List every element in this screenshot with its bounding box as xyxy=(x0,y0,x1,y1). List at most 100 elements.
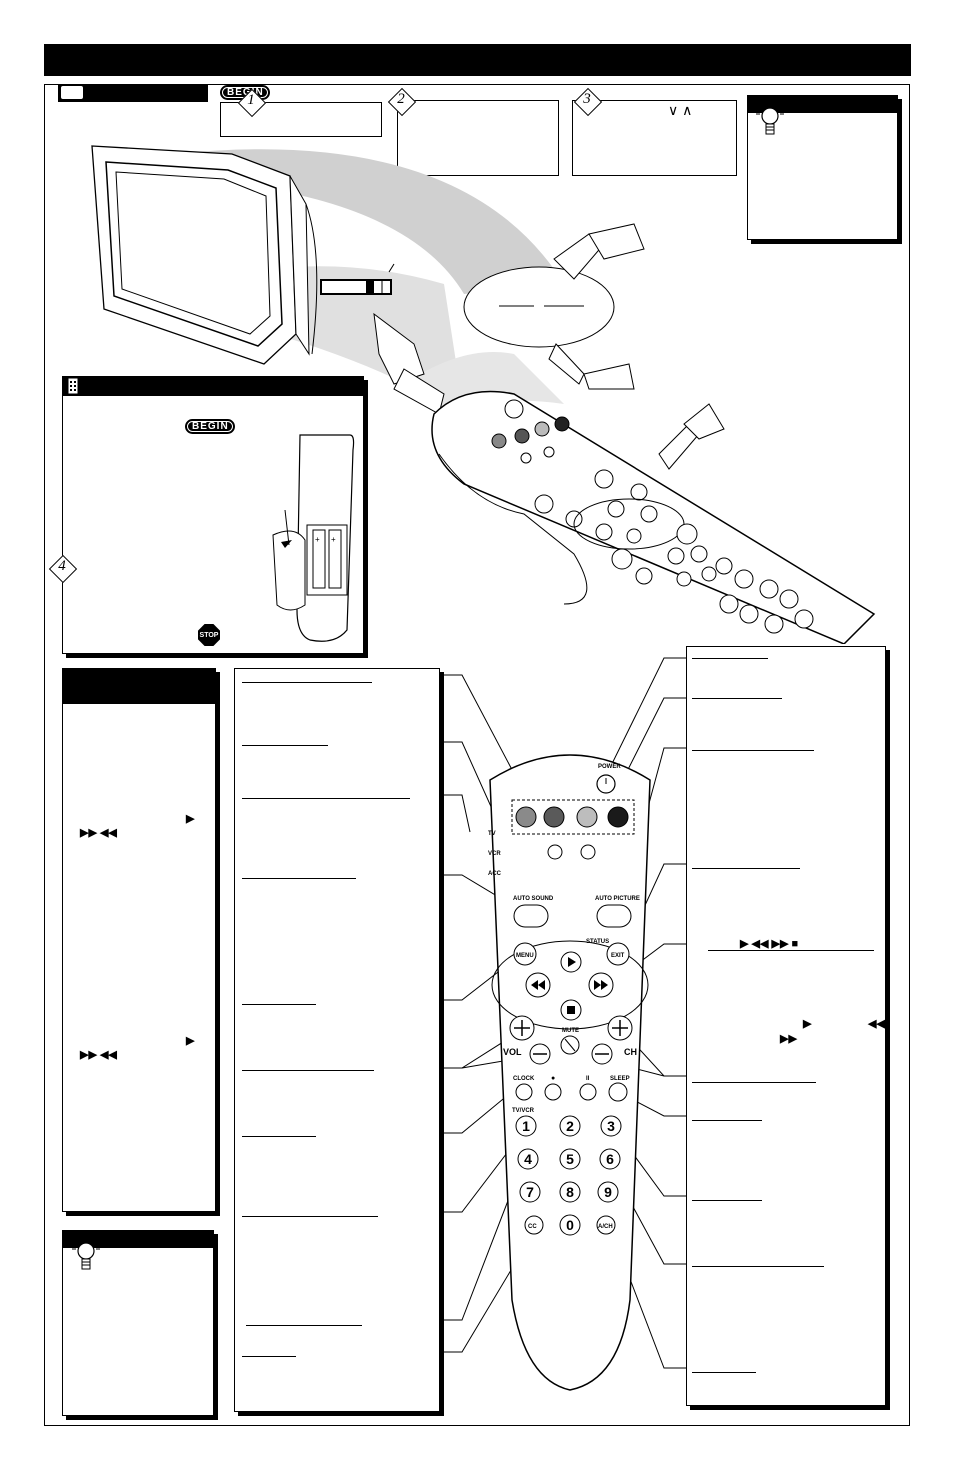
exit-label: EXIT xyxy=(611,953,625,959)
menu-label: MENU xyxy=(516,953,534,959)
sleep-label: SLEEP xyxy=(610,1076,630,1082)
a-ch-button xyxy=(596,1215,616,1235)
right-play-symbol: ▶ xyxy=(803,1018,812,1030)
callout-underline-r6 xyxy=(692,1082,816,1083)
callout-underline-m3 xyxy=(242,798,410,799)
right-rew-symbol: ◀◀ xyxy=(868,1018,885,1030)
step-3-arrows: ∨ ∧ xyxy=(668,102,693,118)
record-button xyxy=(544,1083,562,1101)
cc-button xyxy=(524,1215,544,1235)
cc-label: CC xyxy=(528,1224,537,1230)
ff-rew-symbols-1: ▶▶ ◀◀ xyxy=(80,827,117,839)
right-ff-symbol: ▶▶ xyxy=(780,1033,797,1045)
svg-text:+: + xyxy=(331,535,336,544)
auto-sound-button xyxy=(513,904,549,928)
mute-label: MUTE xyxy=(562,1028,579,1034)
remote-small-icon xyxy=(67,377,79,395)
tip-box-top-header xyxy=(747,95,898,113)
auto-picture-button xyxy=(596,904,632,928)
tv-vcr-label: TV/VCR xyxy=(512,1108,535,1114)
sleep-button xyxy=(608,1082,628,1102)
ch-label: CH xyxy=(624,1047,637,1057)
vol-label: VOL xyxy=(503,1047,522,1057)
digit-7-button: 7 xyxy=(526,1184,534,1200)
tv-mode-label: TV xyxy=(488,831,496,837)
digit-9-button: 9 xyxy=(604,1184,612,1200)
menu-button xyxy=(513,942,537,966)
callout-underline-r4 xyxy=(692,868,800,869)
vcr-mode-label: VCR xyxy=(488,851,501,857)
tv-remote-illustration xyxy=(91,145,876,644)
tip-box-bottom-header xyxy=(62,1230,214,1248)
callout-underline-r7 xyxy=(692,1120,762,1121)
clock-label: CLOCK xyxy=(513,1076,535,1082)
callout-underline-r9 xyxy=(692,1266,824,1267)
step-3-number: 3 xyxy=(583,91,591,107)
begin-badge-battery: BEGIN xyxy=(185,419,235,434)
svg-text:+: + xyxy=(315,535,320,544)
callout-underline-m7 xyxy=(242,1136,316,1137)
callout-underline-r10 xyxy=(692,1372,756,1373)
callout-underline-r5 xyxy=(708,950,874,951)
stop-sign-icon: STOP xyxy=(198,624,220,646)
play-symbol-2: ▶ xyxy=(186,1035,195,1047)
digit-1-button: 1 xyxy=(522,1118,530,1134)
callout-underline-m6 xyxy=(242,1070,374,1071)
callout-underline-m4 xyxy=(242,878,356,879)
step-4-number: 4 xyxy=(58,558,66,574)
callout-underline-m9 xyxy=(246,1325,362,1326)
page-frame xyxy=(44,84,910,1426)
color-button-1 xyxy=(515,806,537,828)
smiley-button-1 xyxy=(547,844,563,860)
remote-control: POWER TV VCR ACC AUTO SOUND AUTO PICTURE… xyxy=(488,754,651,1391)
smiley-button-2 xyxy=(580,844,596,860)
color-button-4 xyxy=(607,806,629,828)
play-symbol-1: ▶ xyxy=(186,813,195,825)
digit-4-button: 4 xyxy=(524,1151,532,1167)
digit-5-button: 5 xyxy=(566,1151,574,1167)
power-label: POWER xyxy=(598,764,621,770)
callout-underline-m1 xyxy=(242,682,372,683)
acc-mode-label: ACC xyxy=(488,871,502,877)
battery-remote-illustration: ++ xyxy=(272,434,355,642)
middle-callout-box xyxy=(234,668,440,1412)
callout-underline-r1 xyxy=(692,658,768,659)
digit-3-button: 3 xyxy=(607,1118,615,1134)
step-2-number: 2 xyxy=(397,91,405,107)
step-1-number: 1 xyxy=(247,92,255,108)
battery-box-header xyxy=(62,376,364,396)
record-label: ● xyxy=(551,1075,555,1082)
status-label: STATUS xyxy=(586,939,609,945)
callout-underline-m10 xyxy=(242,1356,296,1357)
step-2-box xyxy=(397,100,559,176)
digit-6-button: 6 xyxy=(606,1151,614,1167)
a-ch-label: A/CH xyxy=(598,1224,613,1230)
digit-8-button: 8 xyxy=(566,1184,574,1200)
auto-picture-label: AUTO PICTURE xyxy=(595,896,640,902)
step-3-box xyxy=(572,100,737,176)
lightbulb-icon-2 xyxy=(72,1235,100,1270)
page-header-bar xyxy=(44,44,911,76)
transport-symbols: ▶ ◀◀ ▶▶ ■ xyxy=(740,938,799,950)
tv-tab-icon xyxy=(60,85,84,100)
ff-rew-symbols-2: ▶▶ ◀◀ xyxy=(80,1049,117,1061)
color-button-2 xyxy=(543,806,565,828)
callout-underline-m2 xyxy=(242,745,328,746)
exit-button xyxy=(606,942,630,966)
color-button-3 xyxy=(576,806,598,828)
clock-button xyxy=(515,1083,533,1101)
pause-label: II xyxy=(586,1076,590,1082)
callout-underline-m8 xyxy=(242,1216,378,1217)
right-callout-box xyxy=(686,646,886,1406)
digit-2-button: 2 xyxy=(566,1118,574,1134)
section-tab xyxy=(58,84,208,102)
left-sidebar-header xyxy=(62,668,216,704)
lightbulb-icon xyxy=(756,100,784,135)
auto-sound-label: AUTO SOUND xyxy=(513,896,554,902)
callout-underline-r3 xyxy=(692,750,814,751)
callout-underline-m5 xyxy=(242,1004,316,1005)
pause-button xyxy=(579,1083,597,1101)
digit-0-button: 0 xyxy=(566,1217,574,1233)
left-sidebar-box xyxy=(62,668,216,1212)
